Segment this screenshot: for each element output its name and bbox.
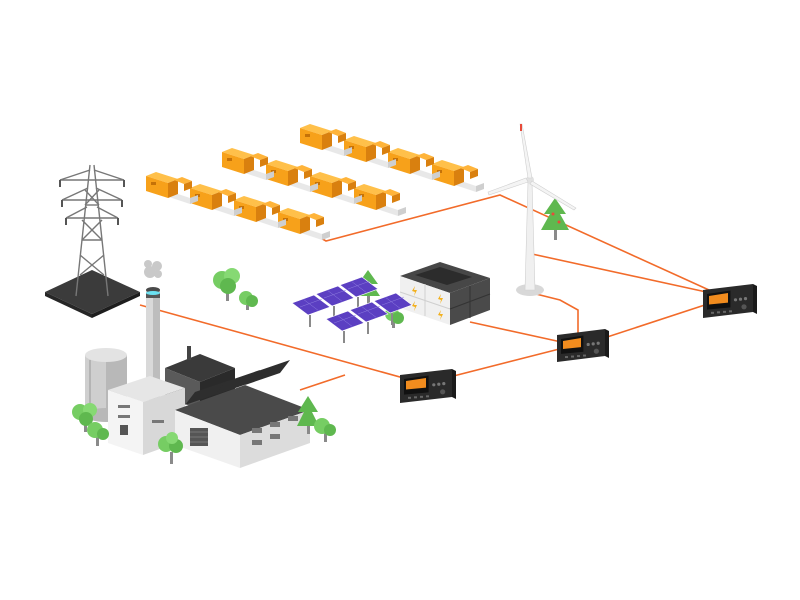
power-plant-factory: [72, 260, 336, 468]
solar-panel-icon: [373, 292, 413, 325]
generator-icon: [388, 148, 440, 180]
tree-icon: [72, 403, 97, 432]
turbine-tower: [524, 181, 536, 291]
tree-icon: [213, 268, 240, 301]
battery-roof-inner: [415, 267, 472, 285]
generator-icon: [344, 136, 396, 168]
pylon-base-plate-side: [45, 292, 92, 318]
generator-fleet: [146, 124, 484, 240]
transmission-tower-icon: [59, 164, 125, 297]
battery-icon: [412, 286, 443, 320]
cable-storage-to-mid-controller: [519, 289, 579, 340]
controller-icon: [557, 329, 609, 362]
generator-icon: [266, 160, 318, 192]
wind-turbine: [487, 123, 577, 296]
generator-icon: [354, 184, 406, 216]
pylon-base-plate: [45, 270, 140, 314]
sawtooth-building: [175, 360, 310, 468]
tree-icon: [239, 291, 258, 310]
pylon-base-plate-side2: [92, 292, 140, 318]
smoke-icon: [144, 260, 162, 278]
controller-icon: [703, 284, 757, 318]
solar-panel-icon: [291, 294, 331, 327]
controller-icon: [400, 369, 456, 403]
tree-icon: [87, 422, 109, 446]
solar-array: [291, 276, 413, 343]
pine-tree-icon: [541, 198, 569, 240]
cable-turbine-to-right-controller: [531, 253, 721, 296]
solar-panel-icon: [349, 301, 389, 334]
tree-icon: [314, 418, 336, 442]
main-building: [108, 376, 185, 455]
insulator-icons: [59, 180, 125, 225]
generator-icon: [234, 196, 286, 228]
generator-icon: [278, 208, 330, 240]
generator-icon: [300, 124, 352, 156]
cable-pylon-to-left-controller: [139, 304, 419, 383]
tree-icon: [158, 432, 183, 464]
generator-icon: [190, 184, 242, 216]
generator-icon: [146, 172, 198, 204]
solar-panel-icon: [339, 276, 379, 309]
controller-units: [400, 284, 757, 403]
cable-mid-to-right-controller: [597, 299, 721, 341]
turbine-blade-icons: [487, 123, 577, 211]
electricity-pylon: [45, 164, 140, 318]
pine-tree-icon: [297, 396, 319, 434]
generator-icon: [432, 160, 484, 192]
generator-icon: [222, 148, 274, 180]
battery-storage: [399, 262, 491, 325]
solar-panel-icon: [325, 310, 365, 343]
cable-factory-to-grid: [299, 374, 346, 391]
